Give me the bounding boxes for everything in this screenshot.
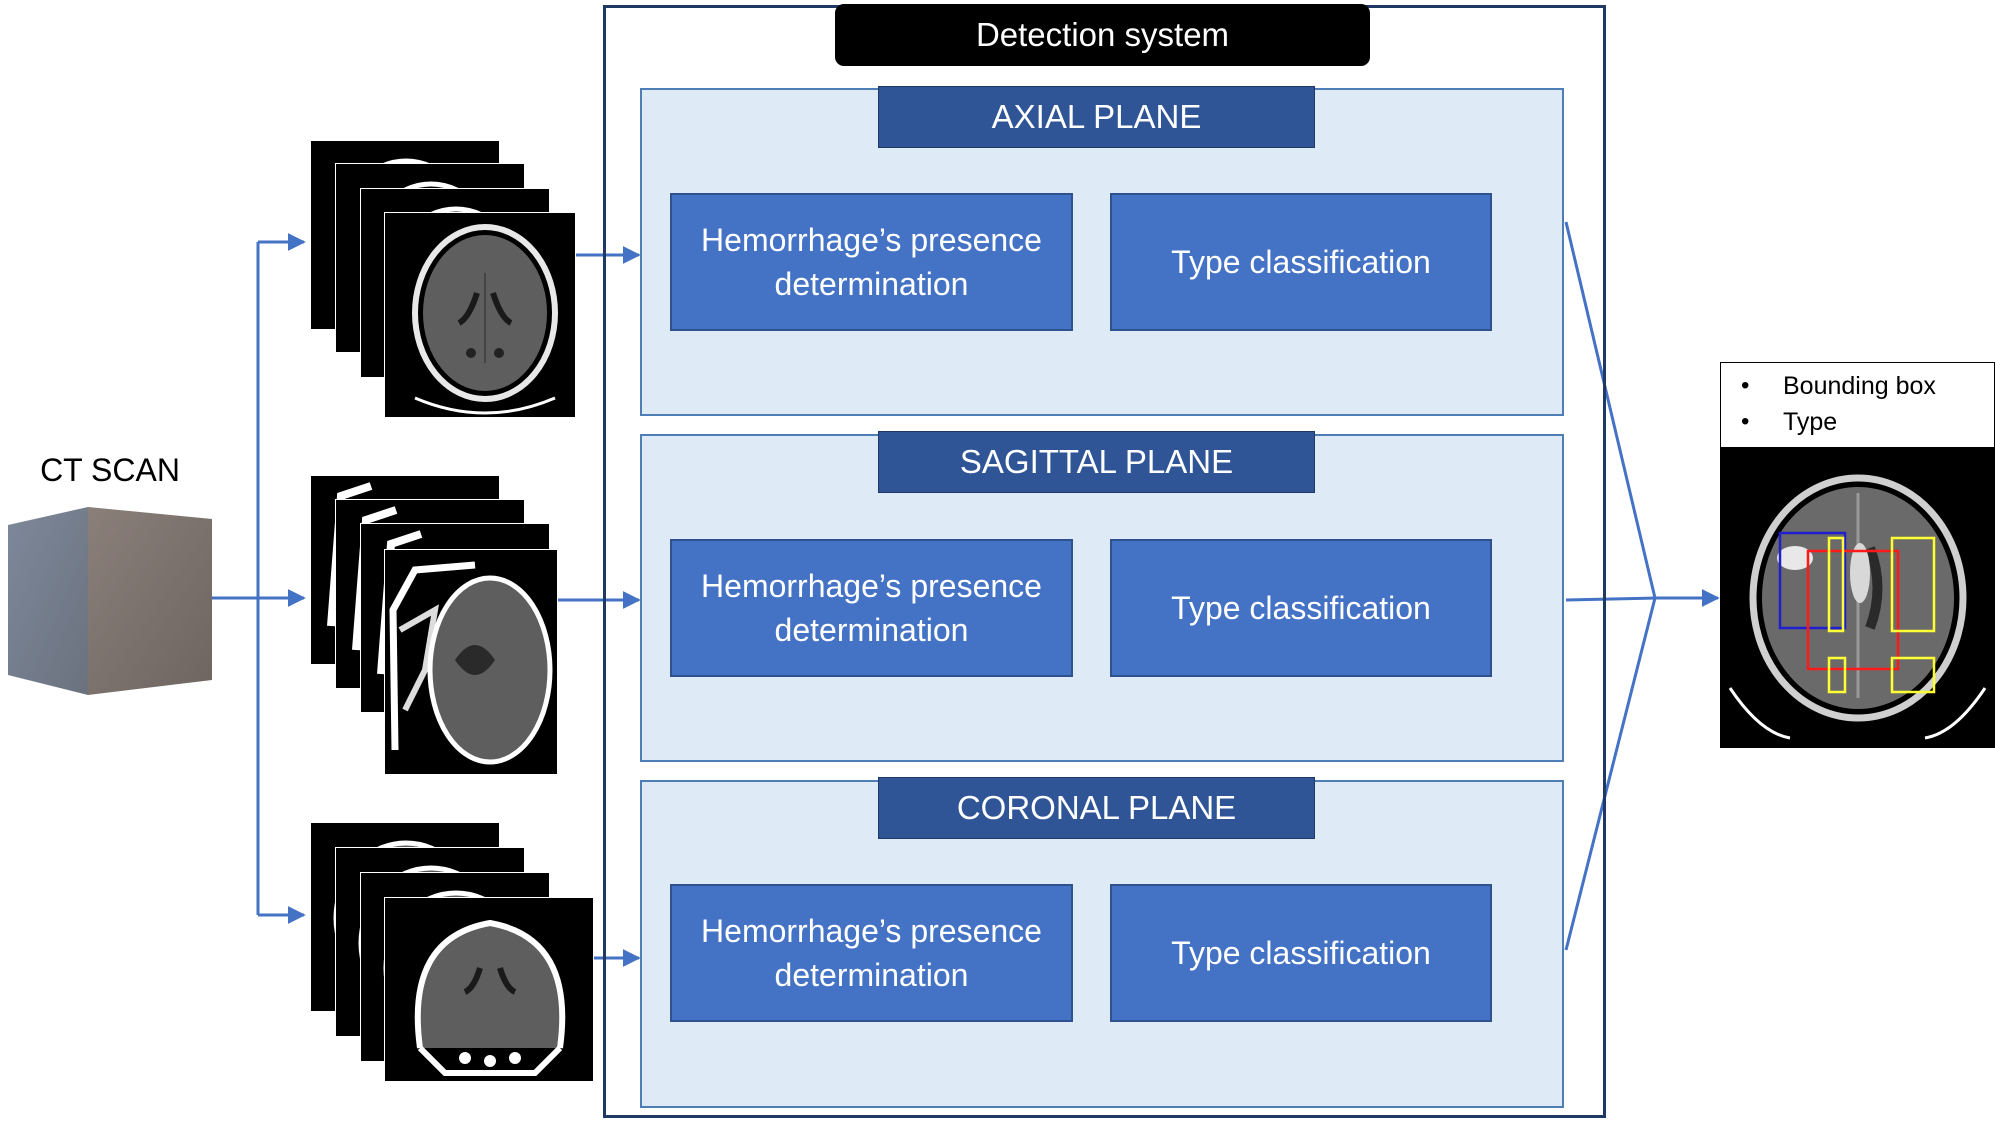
axial-type-task: Type classification <box>1110 193 1492 331</box>
ct-cube-icon <box>8 507 212 695</box>
axial-merge-line <box>1564 221 1657 599</box>
sagittal-slice-front <box>384 549 558 775</box>
axial-plane-title: AXIAL PLANE <box>878 86 1315 148</box>
legend-item-type: Type <box>1783 408 1838 436</box>
sagittal-plane-title: SAGITTAL PLANE <box>878 431 1315 493</box>
legend-bullet: • <box>1741 372 1750 399</box>
bounding-box-yellow <box>1890 536 1936 633</box>
output-legend: • Bounding box • Type <box>1720 362 1995 448</box>
coronal-plane-title: CORONAL PLANE <box>878 777 1315 839</box>
bounding-box-blue <box>1778 531 1847 630</box>
sagittal-presence-task: Hemorrhage’s presence determination <box>670 539 1073 677</box>
coronal-slice-front <box>384 897 594 1082</box>
output-ct-image <box>1720 448 1995 748</box>
bounding-box-yellow <box>1827 656 1847 694</box>
bounding-box-yellow <box>1890 656 1936 694</box>
coronal-presence-task: Hemorrhage’s presence determination <box>670 884 1073 1022</box>
axial-slice-front <box>384 212 576 418</box>
ct-scan-label: CT SCAN <box>40 452 180 488</box>
bounding-box-red <box>1806 549 1900 671</box>
legend-bullet: • <box>1741 408 1750 435</box>
sagittal-merge-line <box>1565 596 1656 602</box>
sagittal-type-task: Type classification <box>1110 539 1492 677</box>
axial-presence-task: Hemorrhage’s presence determination <box>670 193 1073 331</box>
coronal-type-task: Type classification <box>1110 884 1492 1022</box>
legend-item-bounding-box: Bounding box <box>1783 372 1936 400</box>
bounding-box-yellow <box>1827 536 1845 633</box>
coronal-merge-line <box>1564 597 1657 951</box>
detection-system-title: Detection system <box>835 4 1370 66</box>
